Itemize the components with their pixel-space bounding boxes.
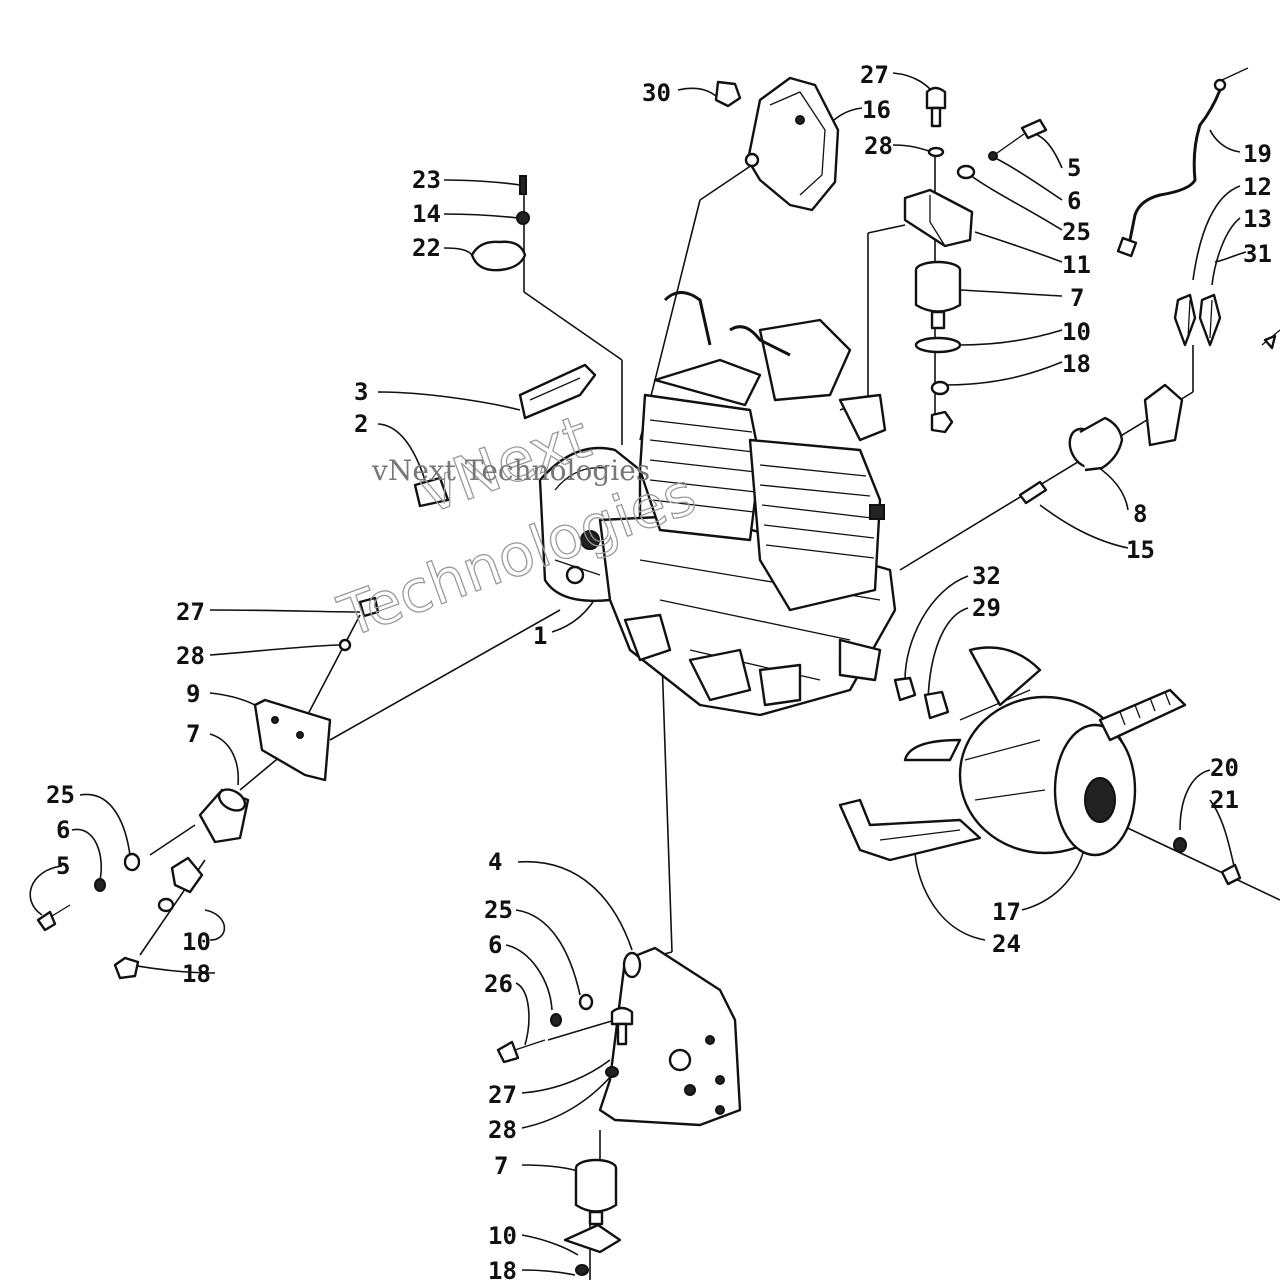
part-10-washer-bottom (563, 1223, 622, 1254)
callout-6: 6 (1067, 187, 1081, 215)
part-28-washer-bottom (605, 1066, 619, 1078)
part-5-6-25-hardware (956, 118, 1048, 180)
callout-17: 17 (992, 898, 1021, 926)
part-2-block (413, 476, 450, 508)
part-6-lock-bottom (550, 1013, 562, 1027)
callout-15: 15 (1126, 536, 1155, 564)
plate-1193 (1143, 383, 1184, 447)
callout-4: 4 (488, 848, 502, 876)
part-28-washer-left (338, 638, 352, 652)
callout-14: 14 (412, 200, 441, 228)
callout-28: 28 (864, 132, 893, 160)
part-11-bracket (903, 188, 974, 248)
callout-32: 32 (972, 562, 1001, 590)
part-28-washer-top (927, 146, 945, 158)
part-7-isolator-left (198, 788, 250, 844)
callout-labels: 30 16 27 28 5 6 25 11 7 10 18 19 12 13 3… (46, 61, 1272, 1280)
part-10-18-washer-nut (914, 336, 962, 434)
callout-28-bottom: 28 (488, 1116, 517, 1144)
part-25-washer-left (123, 852, 141, 872)
callout-18-left: 18 (182, 960, 211, 988)
callout-30: 30 (642, 79, 671, 107)
part-5-bolt-left (36, 904, 71, 932)
part-27-bolt-top (925, 86, 947, 128)
callout-25-left: 25 (46, 781, 75, 809)
part-24-bracket (838, 798, 982, 862)
callout-10: 10 (1062, 318, 1091, 346)
part-27-bolt-left (358, 596, 380, 618)
callout-31: 31 (1243, 240, 1272, 268)
part-16-bracket (744, 76, 840, 212)
callout-5-left: 5 (56, 852, 70, 880)
callout-27: 27 (860, 61, 889, 89)
callout-10-left: 10 (182, 928, 211, 956)
part-23-screw (519, 175, 527, 195)
callout-6-left: 6 (56, 816, 70, 844)
part-14-nut (516, 211, 530, 225)
callout-27-bottom: 27 (488, 1081, 517, 1109)
callout-5: 5 (1067, 154, 1081, 182)
part-17-clutch (903, 646, 1137, 857)
part-27-bolt-bottom (610, 1006, 634, 1046)
callout-7-bottom: 7 (494, 1152, 508, 1180)
part-19-wire (1116, 67, 1249, 258)
callout-13: 13 (1243, 205, 1272, 233)
drive-belt (1098, 688, 1187, 742)
callout-25: 25 (1062, 218, 1091, 246)
part-30-clip (714, 80, 742, 108)
watermark-line2: vNext Technologies (371, 454, 650, 487)
callout-10-bottom: 10 (488, 1222, 517, 1250)
part-10-washer-left (157, 856, 204, 913)
part-7-isolator-bottom (574, 1158, 618, 1226)
part-7-isolator-top (914, 260, 962, 330)
part-12-13-terminals (1173, 293, 1222, 347)
part-32-29-spacers (893, 676, 950, 720)
part-22-gasket (470, 240, 527, 272)
part-21-bolt (1220, 863, 1242, 886)
callout-24: 24 (992, 930, 1021, 958)
callout-20: 20 (1210, 754, 1239, 782)
engine-assembly (538, 291, 897, 717)
part-18-nut-bottom (575, 1264, 589, 1276)
part-9-plate (253, 698, 332, 782)
callout-16: 16 (862, 96, 891, 124)
callout-7: 7 (1070, 284, 1084, 312)
callout-9: 9 (186, 680, 200, 708)
part-31-arrow (1261, 329, 1280, 350)
callout-11: 11 (1062, 251, 1091, 279)
callout-25-bottom: 25 (484, 896, 513, 924)
callout-26: 26 (484, 970, 513, 998)
callout-21: 21 (1210, 786, 1239, 814)
part-4-bracket (598, 946, 742, 1127)
callout-1: 1 (533, 622, 547, 650)
callout-18-bottom: 18 (488, 1257, 517, 1280)
part-3-plate (518, 363, 597, 420)
callout-19: 19 (1243, 140, 1272, 168)
callout-23: 23 (412, 166, 441, 194)
callout-12: 12 (1243, 173, 1272, 201)
callout-27-left: 27 (176, 598, 205, 626)
callout-18: 18 (1062, 350, 1091, 378)
callout-29: 29 (972, 594, 1001, 622)
callout-28-left: 28 (176, 642, 205, 670)
callout-8: 8 (1133, 500, 1147, 528)
callout-6-bottom: 6 (488, 931, 502, 959)
part-6-lock-left (94, 878, 106, 892)
part-26-bolt (496, 1039, 546, 1064)
part-25-washer-bottom (578, 993, 594, 1011)
part-20-washer (1173, 837, 1187, 853)
callout-22: 22 (412, 234, 441, 262)
callout-3: 3 (354, 378, 368, 406)
callout-7-left: 7 (186, 720, 200, 748)
callout-2: 2 (354, 410, 368, 438)
part-15-stud (1018, 480, 1048, 505)
part-18-nut-left (113, 956, 140, 980)
part-8-bushing (1068, 416, 1124, 472)
